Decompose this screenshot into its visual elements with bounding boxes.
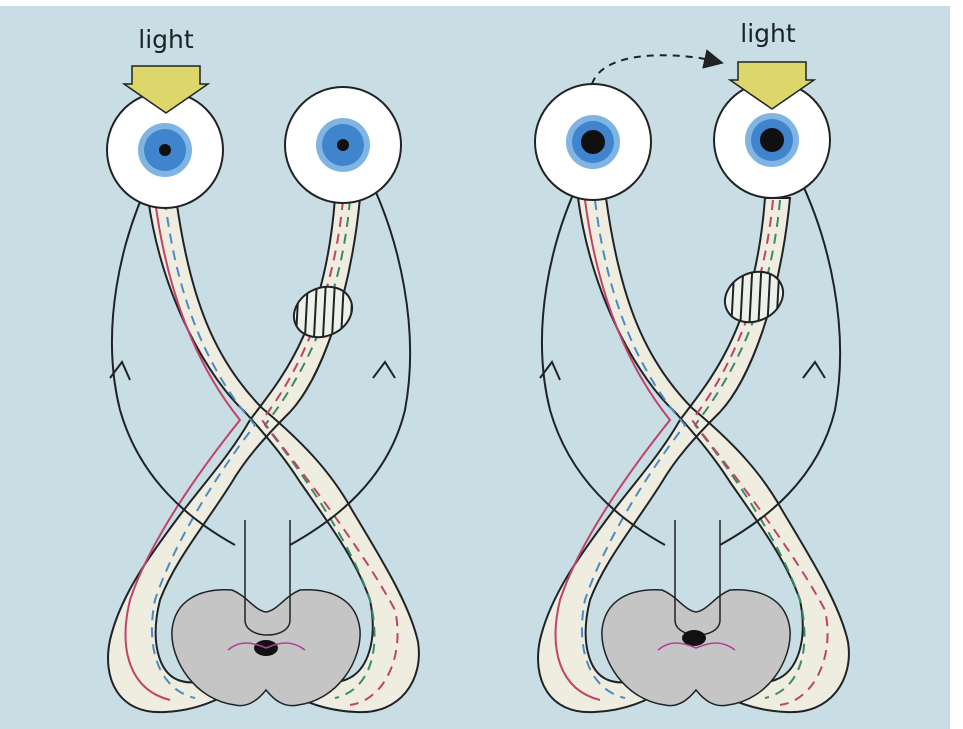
top-edge-strip xyxy=(0,0,963,6)
left-eye-2 xyxy=(285,87,401,203)
right-light-label: light xyxy=(740,19,796,48)
left-light-label: light xyxy=(138,25,194,54)
right-edge-strip xyxy=(950,0,963,729)
right-eye-1 xyxy=(535,84,651,200)
